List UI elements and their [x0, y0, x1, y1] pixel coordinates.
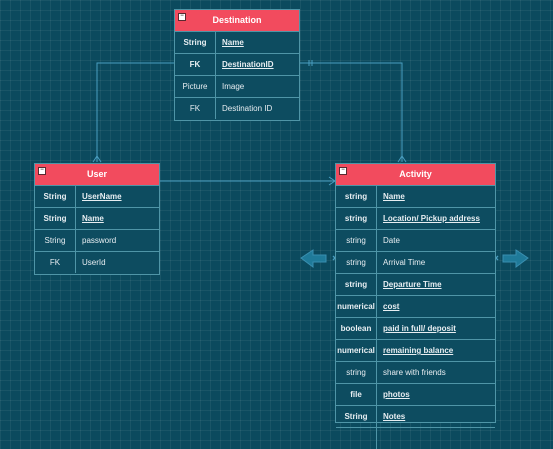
- field-type: [336, 428, 377, 449]
- field-name: Arrival Time: [383, 258, 426, 267]
- field-name: Destination ID: [222, 104, 273, 113]
- entity-title: Destination: [212, 15, 262, 25]
- field-type: numerical: [336, 296, 377, 317]
- connector-activity-destination[interactable]: [300, 62, 403, 162]
- field-name: UserId: [82, 258, 106, 267]
- connector-user-destination[interactable]: [96, 62, 174, 162]
- field-type: FK: [175, 54, 216, 75]
- field-name: photos: [383, 390, 410, 399]
- field-name: Date: [383, 236, 400, 245]
- entity-header[interactable]: − User: [35, 164, 159, 186]
- entity-row[interactable]: string Location/ Pickup address: [336, 208, 495, 230]
- entity-row[interactable]: string Arrival Time: [336, 252, 495, 274]
- entity-row[interactable]: boolean paid in full/ deposit: [336, 318, 495, 340]
- field-name: UserName: [82, 192, 122, 201]
- field-name: share with friends: [383, 368, 446, 377]
- collapse-icon[interactable]: −: [178, 13, 186, 21]
- field-type: string: [336, 252, 377, 273]
- entity-row[interactable]: Picture Image: [175, 76, 299, 98]
- entity-header[interactable]: − Destination: [175, 10, 299, 32]
- field-type: String: [35, 230, 76, 251]
- left-arrow-icon[interactable]: [300, 249, 327, 268]
- field-name: cost: [383, 302, 400, 311]
- field-name: remaining balance: [383, 346, 454, 355]
- entity-row[interactable]: string Name: [336, 186, 495, 208]
- entity-row[interactable]: String Name: [175, 32, 299, 54]
- entity-row[interactable]: String UserName: [35, 186, 159, 208]
- field-name: password: [82, 236, 117, 245]
- field-type: numerical: [336, 340, 377, 361]
- collapse-icon[interactable]: −: [38, 167, 46, 175]
- field-type: FK: [35, 252, 76, 273]
- field-name: Name: [383, 192, 405, 201]
- entity-row[interactable]: String Name: [35, 208, 159, 230]
- entity-row[interactable]: numerical remaining balance: [336, 340, 495, 362]
- entity-row[interactable]: string share with friends: [336, 362, 495, 384]
- entity-row[interactable]: file photos: [336, 384, 495, 406]
- field-type: String: [175, 32, 216, 53]
- field-type: Picture: [175, 76, 216, 97]
- field-type: file: [336, 384, 377, 405]
- field-type: string: [336, 274, 377, 295]
- field-name: Name: [222, 38, 244, 47]
- crowfoot-activity: [397, 155, 407, 163]
- field-name: Notes: [383, 412, 406, 421]
- field-name: DestinationID: [222, 60, 274, 69]
- field-type: String: [35, 186, 76, 207]
- entity-row[interactable]: [336, 428, 495, 449]
- field-type: string: [336, 230, 377, 251]
- entity-row[interactable]: FK Destination ID: [175, 98, 299, 119]
- field-type: string: [336, 186, 377, 207]
- field-name: Image: [222, 82, 245, 91]
- field-name: Location/ Pickup address: [383, 214, 480, 223]
- entity-header[interactable]: − Activity: [336, 164, 495, 186]
- entity-title: Activity: [399, 169, 432, 179]
- entity-row[interactable]: String password: [35, 230, 159, 252]
- field-type: boolean: [336, 318, 377, 339]
- field-type: String: [336, 406, 377, 427]
- field-type: FK: [175, 98, 216, 119]
- entity-row[interactable]: FK DestinationID: [175, 54, 299, 76]
- entity-row[interactable]: numerical cost: [336, 296, 495, 318]
- field-name: paid in full/ deposit: [383, 324, 456, 333]
- field-type: String: [35, 208, 76, 229]
- entity-title: User: [86, 169, 107, 179]
- collapse-icon[interactable]: −: [339, 167, 347, 175]
- field-type: string: [336, 208, 377, 229]
- tick-destination-right: [308, 60, 313, 66]
- entity-row[interactable]: string Departure Time: [336, 274, 495, 296]
- entity-row[interactable]: string Date: [336, 230, 495, 252]
- crowfoot-user: [92, 155, 102, 163]
- field-name: Name: [82, 214, 104, 223]
- entity-row[interactable]: FK UserId: [35, 252, 159, 273]
- entity-row[interactable]: String Notes: [336, 406, 495, 428]
- field-name: Departure Time: [383, 280, 442, 289]
- right-arrow-icon[interactable]: [502, 249, 529, 268]
- field-type: string: [336, 362, 377, 383]
